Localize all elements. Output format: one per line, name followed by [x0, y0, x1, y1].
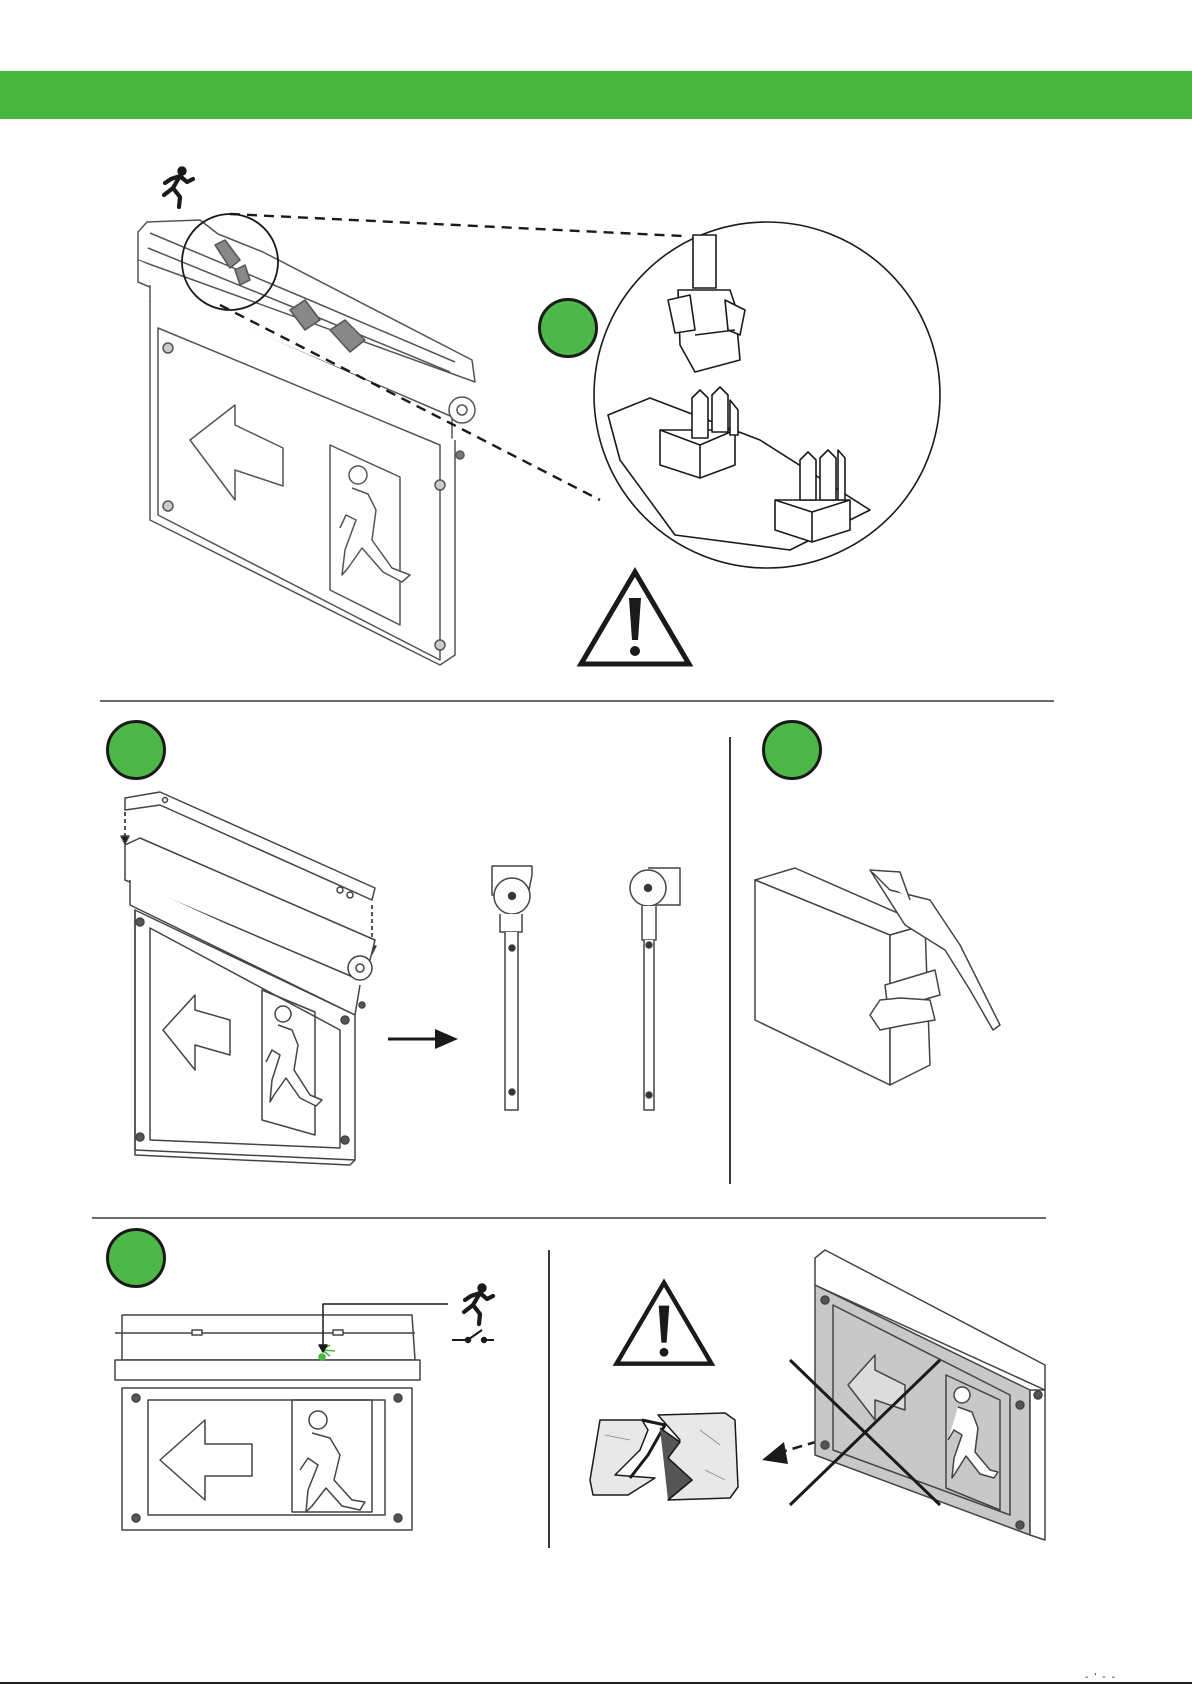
footer-line	[0, 1682, 1192, 1684]
running-man-icon	[464, 1284, 493, 1324]
switch-icon	[452, 1330, 494, 1342]
arrow-right-icon	[388, 1029, 458, 1049]
broken-glass-illustration	[590, 1413, 738, 1500]
mounting-bracket-illustration	[121, 792, 376, 1165]
warning-triangle-icon	[616, 1283, 711, 1364]
footer-mark: -	[1102, 1672, 1111, 1683]
test-button-illustration	[115, 1304, 448, 1530]
footer-marks: -'--	[1085, 1672, 1121, 1683]
battery-tape-illustration	[755, 868, 1000, 1085]
warning-triangle-icon	[581, 572, 689, 664]
footer-mark: -	[1085, 1672, 1094, 1683]
footer-mark: -	[1112, 1672, 1121, 1683]
running-man-icon	[164, 167, 193, 207]
exit-sign-top-view	[138, 214, 475, 665]
footer-mark: '	[1094, 1672, 1102, 1683]
side-profile-illustrations	[492, 866, 680, 1110]
connector-detail-circle	[594, 222, 940, 568]
